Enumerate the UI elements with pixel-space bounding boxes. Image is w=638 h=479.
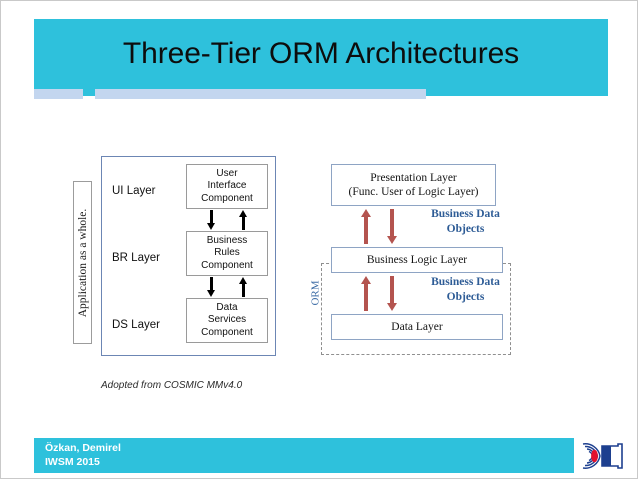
ui-component-line3: Component	[201, 192, 253, 204]
ui-component-line2: Interface	[207, 180, 247, 192]
bdo-lower-line1: Business Data	[431, 276, 500, 288]
ds-component-line2: Services	[207, 314, 247, 326]
ui-component-line1: User	[216, 167, 238, 179]
business-data-objects-label-lower: Business Data Objects	[413, 275, 518, 305]
application-as-a-whole-box: Application as a whole.	[73, 181, 92, 344]
tier-label-ui: UI Layer	[112, 185, 156, 197]
br-component-line2: Rules	[214, 247, 240, 259]
page-title: Three-Tier ORM Architectures	[122, 37, 520, 70]
right-diagram-orm-layers: ORM Presentation Layer (Func. User of Lo…	[301, 159, 526, 359]
arrow-down-br-to-ds-icon	[207, 277, 215, 297]
arrow-down-logic-to-data-icon	[387, 276, 397, 311]
tier-label-br: BR Layer	[112, 252, 160, 264]
title-underline-right-segment	[95, 89, 426, 99]
component-box-business-rules: Business Rules Component	[186, 231, 268, 276]
box-business-logic-layer: Business Logic Layer	[331, 247, 503, 273]
application-as-a-whole-label: Application as a whole.	[76, 208, 89, 317]
arrow-up-data-to-logic-icon	[361, 276, 371, 311]
ds-component-line1: Data	[216, 301, 238, 313]
box-presentation-layer: Presentation Layer (Func. User of Logic …	[331, 164, 496, 206]
footer-conference: IWSM 2015	[45, 456, 100, 468]
component-box-user-interface: User Interface Component	[186, 164, 268, 209]
left-diagram-three-tier: Application as a whole. UI Layer BR Laye…	[73, 156, 278, 361]
arrow-up-br-to-ui-icon	[239, 210, 247, 230]
institution-logo-icon	[578, 438, 626, 474]
arrow-down-ui-to-br-icon	[207, 210, 215, 230]
bdo-lower-line2: Objects	[446, 291, 485, 303]
title-underline-left-segment	[34, 89, 83, 99]
business-data-objects-label-upper: Business Data Objects	[413, 207, 518, 237]
box-data-layer: Data Layer	[331, 314, 503, 340]
figure-caption: Adopted from COSMIC MMv4.0	[101, 380, 243, 391]
footer-band	[34, 438, 574, 473]
arrow-down-presentation-to-logic-icon	[387, 209, 397, 244]
bdo-upper-line1: Business Data	[431, 208, 500, 220]
ds-component-line3: Component	[201, 326, 253, 338]
footer-authors: Özkan, Demirel	[45, 442, 121, 454]
bdo-upper-line2: Objects	[446, 223, 485, 235]
footer-text: Özkan, Demirel IWSM 2015	[45, 441, 121, 469]
presentation-layer-line2: (Func. User of Logic Layer)	[348, 186, 479, 198]
tier-label-ds: DS Layer	[112, 319, 160, 331]
title-band	[34, 19, 608, 96]
component-box-data-services: Data Services Component	[186, 298, 268, 343]
br-component-line1: Business	[206, 234, 248, 246]
arrow-up-ds-to-br-icon	[239, 277, 247, 297]
presentation-layer-line1: Presentation Layer	[370, 172, 457, 184]
orm-label: ORM	[309, 280, 322, 306]
br-component-line3: Component	[201, 259, 253, 271]
arrow-up-logic-to-presentation-icon	[361, 209, 371, 244]
